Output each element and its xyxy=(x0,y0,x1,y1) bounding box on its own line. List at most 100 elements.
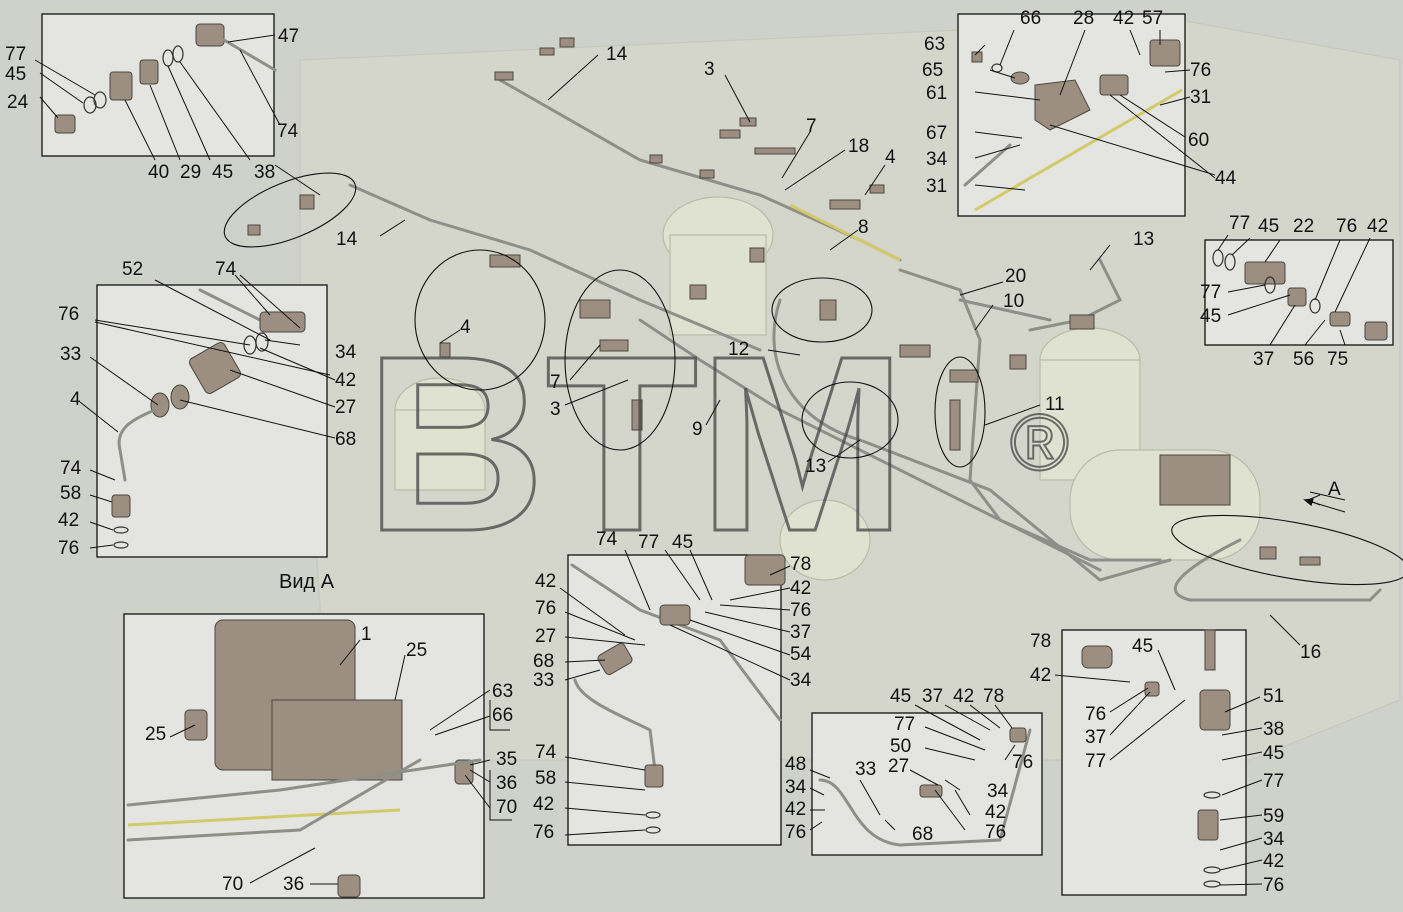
callout: 58 xyxy=(535,768,556,789)
callout: 57 xyxy=(1142,8,1163,29)
callout: 61 xyxy=(926,83,947,104)
callout: 45 xyxy=(1132,636,1153,657)
callout: 34 xyxy=(1263,829,1285,850)
callout: 42 xyxy=(785,799,806,820)
callout: 65 xyxy=(922,60,943,81)
callout: 42 xyxy=(790,578,811,599)
callout: 45 xyxy=(890,686,911,707)
callout: 14 xyxy=(606,44,628,65)
callout: 33 xyxy=(855,759,876,780)
callout: 37 xyxy=(790,622,811,643)
callout: 27 xyxy=(335,397,356,418)
callout: 22 xyxy=(1293,216,1314,237)
callout: 34 xyxy=(790,670,812,691)
callout: 36 xyxy=(283,874,304,895)
view-a-label: Вид А xyxy=(279,571,335,593)
callout: 76 xyxy=(58,304,79,325)
callout: 37 xyxy=(1253,349,1274,370)
callout: 76 xyxy=(1263,875,1284,896)
callout: 66 xyxy=(1020,8,1041,29)
callout: 16 xyxy=(1300,642,1321,663)
callout: 74 xyxy=(60,458,82,479)
callout: 76 xyxy=(535,598,556,619)
watermark: BTM ® xyxy=(364,303,1070,585)
callout: 42 xyxy=(335,370,356,391)
callout: 76 xyxy=(533,822,554,843)
callout: 25 xyxy=(406,640,427,661)
callout: 3 xyxy=(704,59,715,80)
callout: 13 xyxy=(1133,229,1154,250)
callout: 35 xyxy=(496,749,517,770)
callout: 78 xyxy=(1030,631,1051,652)
direction-arrow-label: A xyxy=(1328,479,1341,500)
callout: 42 xyxy=(58,510,79,531)
callout: 52 xyxy=(122,259,143,280)
callout: 68 xyxy=(912,824,933,845)
callout: 77 xyxy=(1229,213,1250,234)
callout: 40 xyxy=(148,162,169,183)
callout: 13 xyxy=(805,456,826,477)
callout: 50 xyxy=(890,736,911,757)
callout: 27 xyxy=(535,626,556,647)
callout: 25 xyxy=(145,724,166,745)
callout: 28 xyxy=(1073,8,1094,29)
callout: 10 xyxy=(1003,291,1024,312)
inset-top-left xyxy=(41,13,275,157)
callout: 42 xyxy=(1263,851,1284,872)
callout: 48 xyxy=(785,754,806,775)
callout: 37 xyxy=(1085,727,1106,748)
callout: 77 xyxy=(638,532,659,553)
callout: 42 xyxy=(1030,665,1051,686)
callout: 77 xyxy=(894,714,915,735)
callout: 75 xyxy=(1327,349,1348,370)
callout: 45 xyxy=(5,64,26,85)
callout: 59 xyxy=(1263,806,1284,827)
callout: 56 xyxy=(1293,349,1314,370)
callout: 3 xyxy=(550,399,561,420)
callout: 38 xyxy=(254,162,275,183)
callout: 1 xyxy=(361,624,372,645)
callout: 4 xyxy=(885,147,896,168)
callout: 45 xyxy=(1200,306,1221,327)
callout: 44 xyxy=(1215,168,1237,189)
callout: 31 xyxy=(1190,87,1211,108)
callout: 7 xyxy=(806,116,817,137)
callout: 74 xyxy=(535,742,557,763)
callout: 12 xyxy=(728,339,749,360)
callout: 78 xyxy=(983,686,1004,707)
callout: 29 xyxy=(180,162,201,183)
callout: 37 xyxy=(922,686,943,707)
callout: 42 xyxy=(533,794,554,815)
callout: 42 xyxy=(535,571,556,592)
callout: 68 xyxy=(335,429,356,450)
callout: 20 xyxy=(1005,266,1026,287)
callout: 9 xyxy=(692,419,703,440)
watermark-text: BTM xyxy=(365,304,907,583)
callout: 4 xyxy=(460,317,471,338)
callout: 68 xyxy=(533,651,554,672)
fittings xyxy=(247,37,1321,566)
inset-parts xyxy=(54,23,1388,898)
callout: 4 xyxy=(70,389,81,410)
callout: 60 xyxy=(1188,130,1209,151)
callout: 70 xyxy=(496,797,517,818)
callout: 45 xyxy=(1258,216,1279,237)
callout: 45 xyxy=(672,532,693,553)
callout: 27 xyxy=(888,756,909,777)
callout: 18 xyxy=(848,136,869,157)
callout: 76 xyxy=(58,538,79,559)
callout: 77 xyxy=(1200,282,1221,303)
callout: 34 xyxy=(785,777,807,798)
callout: 54 xyxy=(790,644,812,665)
callout: 33 xyxy=(533,670,554,691)
leader-lines xyxy=(34,29,1371,886)
callout: 76 xyxy=(1085,704,1106,725)
callout: 47 xyxy=(278,26,299,47)
callout: 76 xyxy=(790,600,811,621)
callout: 76 xyxy=(985,822,1006,843)
detail-ellipses xyxy=(223,172,1403,586)
inset-bottom-center xyxy=(567,554,782,846)
callout: 42 xyxy=(1367,216,1388,237)
callout: 74 xyxy=(596,529,618,550)
callout: 38 xyxy=(1263,719,1284,740)
